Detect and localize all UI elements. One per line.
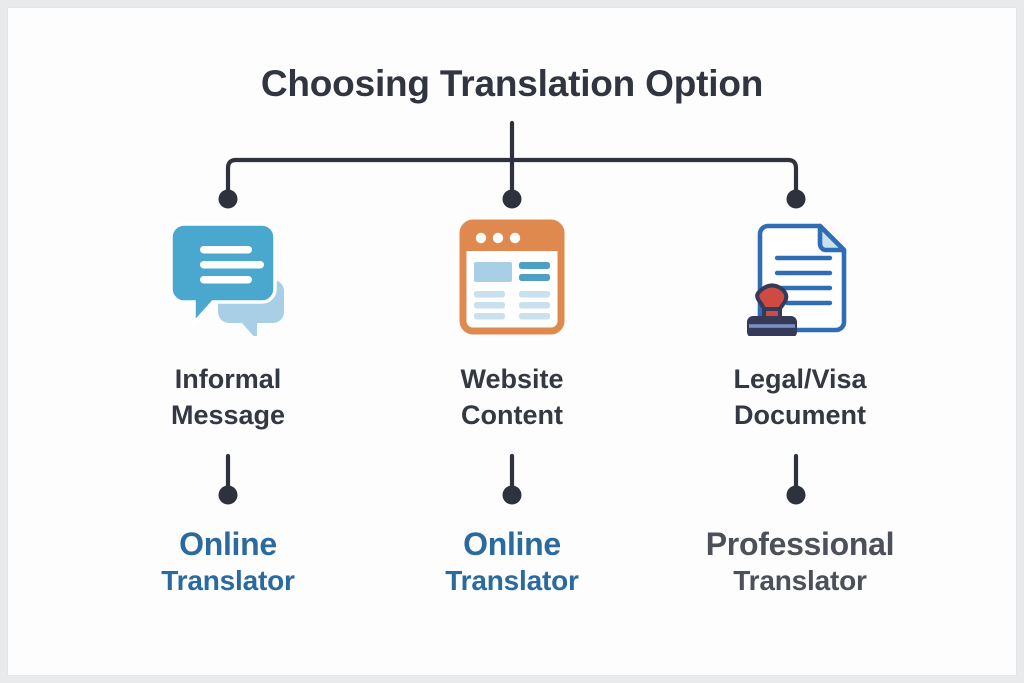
bracket <box>225 157 799 207</box>
outcome-1-line1: Online <box>179 526 277 562</box>
page-title: Choosing Translation Option <box>260 63 764 104</box>
bracket-node-1 <box>218 189 238 209</box>
outcome-2-line2: Translator <box>445 564 579 596</box>
branch-website-content: Website Content <box>387 216 637 434</box>
stamped-document-icon <box>675 216 925 338</box>
category-label-3-line1: Legal/Visa <box>733 364 867 394</box>
outcome-2: Online Translator <box>387 527 637 596</box>
category-label-1-line1: Informal <box>174 364 282 394</box>
chat-bubbles-icon <box>103 216 353 338</box>
category-label-2-line2: Content <box>461 400 563 431</box>
branch-legal-visa-document: Legal/Visa Document <box>675 216 925 434</box>
outcome-3-line1: Professional <box>705 526 895 562</box>
outcome-3: Professional Translator <box>675 527 925 596</box>
outcome-node-3 <box>786 485 806 505</box>
outcome-1: Online Translator <box>103 527 353 596</box>
outcome-2-line1: Online <box>463 526 561 562</box>
branch-informal-message: Informal Message <box>103 216 353 434</box>
outcome-3-line2: Translator <box>733 564 867 596</box>
bracket-node-3 <box>786 189 806 209</box>
category-label-2: Website Content <box>387 361 637 434</box>
outcome-node-1 <box>218 485 238 505</box>
category-label-1-line2: Message <box>170 400 286 431</box>
outcome-node-2 <box>502 485 522 505</box>
category-label-2-line1: Website <box>460 364 564 394</box>
category-label-3: Legal/Visa Document <box>675 361 925 434</box>
category-label-3-line2: Document <box>733 400 866 431</box>
bracket-node-2 <box>502 189 522 209</box>
category-label-1: Informal Message <box>103 361 353 434</box>
outcome-1-line2: Translator <box>161 564 295 596</box>
diagram-canvas: Choosing Translation Option <box>8 8 1016 675</box>
browser-window-icon <box>387 216 637 338</box>
